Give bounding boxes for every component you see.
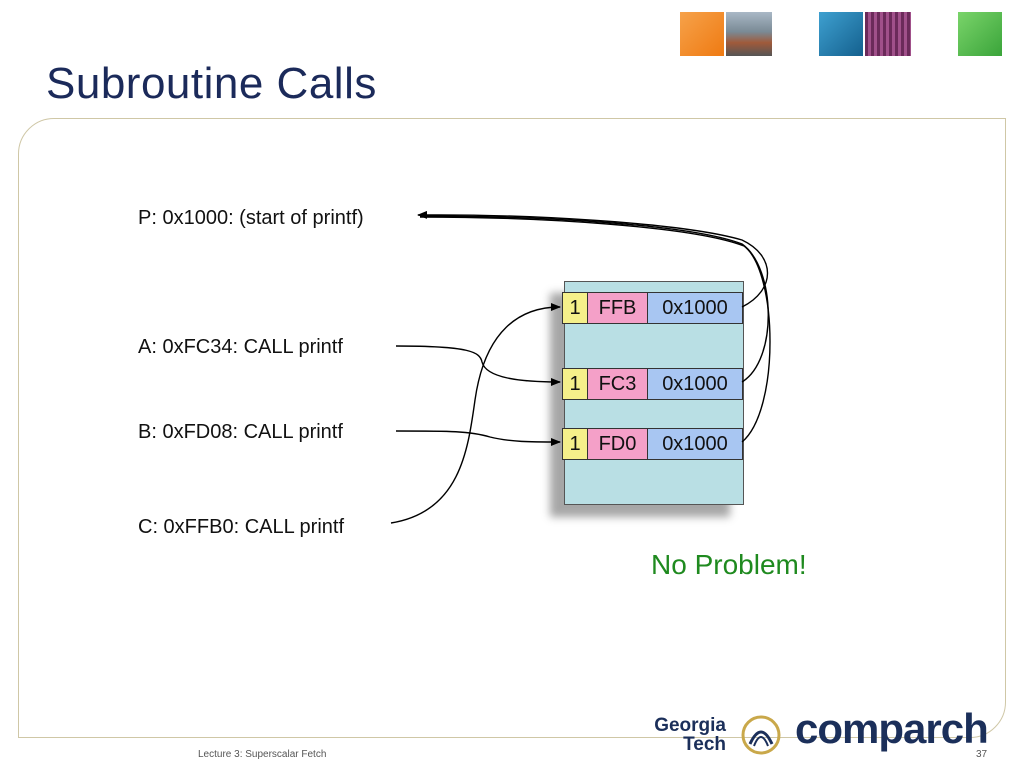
georgia-tech-line2: Tech xyxy=(683,734,726,755)
btb-tag: FFB xyxy=(588,293,648,323)
arrow-a-to-fc3-entry xyxy=(395,345,561,386)
orange-thumbnail-icon xyxy=(680,12,724,56)
building-photo-thumbnail-icon xyxy=(726,12,772,56)
georgia-tech-emblem-icon xyxy=(741,715,781,755)
code-line-b: B: 0xFD08: CALL printf xyxy=(138,421,343,443)
status-message: No Problem! xyxy=(651,549,807,580)
btb-target: 0x1000 xyxy=(648,293,742,323)
btb-entry: 1 FFB 0x1000 xyxy=(562,292,743,324)
btb-tag: FC3 xyxy=(588,369,648,399)
georgia-tech-logo: Georgia Tech xyxy=(636,716,726,754)
green-thumbnail-icon xyxy=(958,12,1002,56)
georgia-tech-line1: Georgia xyxy=(654,715,726,736)
slide-title: Subroutine Calls xyxy=(46,59,377,108)
page-number: 37 xyxy=(976,749,988,760)
btb-valid-bit: 1 xyxy=(563,293,588,323)
arrow-c-to-ffb-entry xyxy=(390,303,561,524)
code-line-p: P: 0x1000: (start of printf) xyxy=(138,207,364,229)
btb-valid-bit: 1 xyxy=(563,369,588,399)
btb-valid-bit: 1 xyxy=(563,429,588,459)
btb-entry: 1 FC3 0x1000 xyxy=(562,368,743,400)
arrow-fd0-target-to-p xyxy=(419,216,771,443)
arrow-fc3-target-to-p xyxy=(419,215,769,383)
blue-thumbnail-icon xyxy=(819,12,863,56)
code-line-a: A: 0xFC34: CALL printf xyxy=(138,336,343,358)
comparch-logo: comparch xyxy=(795,705,989,752)
arrow-b-to-fd0-entry xyxy=(395,430,561,446)
btb-entry: 1 FD0 0x1000 xyxy=(562,428,743,460)
code-line-c: C: 0xFFB0: CALL printf xyxy=(138,516,344,538)
btb-target: 0x1000 xyxy=(648,429,742,459)
footer-lecture-label: Lecture 3: Superscalar Fetch xyxy=(198,749,327,760)
content-frame xyxy=(18,118,1006,738)
arrow-ffb-target-to-p xyxy=(417,210,768,308)
btb-tag: FD0 xyxy=(588,429,648,459)
btb-target: 0x1000 xyxy=(648,369,742,399)
chip-photo-thumbnail-icon xyxy=(865,12,911,56)
